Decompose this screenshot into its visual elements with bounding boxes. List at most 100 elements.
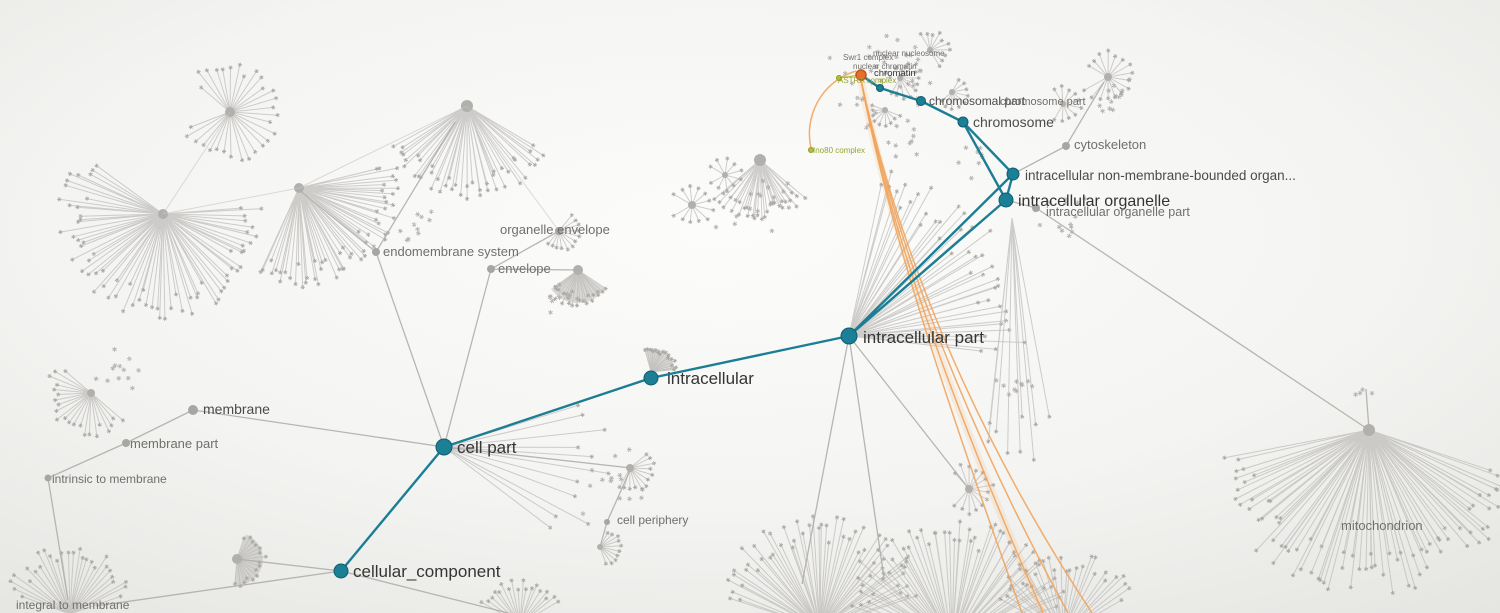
node-intracellular-part[interactable] [840,327,858,345]
fan-tip-glyphs [998,554,1132,603]
fan-tip-glyphs [617,452,657,492]
node-cell-periphery[interactable] [604,519,610,525]
orange-edges-layer [808,70,1093,613]
node-intracellular-nmb-organelle[interactable] [1006,167,1020,181]
label-astra-complex[interactable]: ASTRA complex [838,76,896,85]
cluster-center-dot [882,107,888,113]
node-organelle-envelope[interactable] [555,227,563,235]
cluster-fan [551,265,608,308]
cluster-fan [918,30,953,69]
node-intracellular-organelle[interactable] [998,192,1014,208]
cluster-fan [725,514,919,613]
label-nuclear-chromatin[interactable]: nuclear chromatin [853,62,917,71]
node-astra-complex[interactable] [836,75,842,81]
fan-tip-glyphs [603,530,624,566]
fan-lines [554,269,606,306]
label-intracellular[interactable]: intracellular [667,369,754,388]
label-nuclear-nucleosome[interactable]: nuclear nucleosome [873,49,945,58]
label-cellular-component[interactable]: cellular_component [353,562,501,581]
cluster-fan [1081,48,1135,102]
cluster-center-dot [87,389,95,397]
faint-edges [162,105,560,232]
label-intracellular-part[interactable]: intracellular part [863,328,984,347]
cluster-center-dot [949,89,955,95]
label-intrinsic-to-membrane[interactable]: intrinsic to membrane [52,472,167,486]
gray-edges-layer [47,74,1370,613]
gray-edges [47,81,1370,613]
node-ino80-complex[interactable] [808,147,814,153]
label-intracellular-non-membrane-bounded-organ[interactable]: intracellular non-membrane-bounded organ… [1025,168,1296,183]
orange-edge [860,79,1069,613]
fan-tip-glyphs [258,166,401,290]
label-cell-periphery[interactable]: cell periphery [617,513,688,527]
cluster-fan [712,154,808,222]
orange-edge [808,70,857,149]
fan-tip-glyphs [642,347,679,372]
node-path-junction[interactable] [876,84,884,92]
node-membrane[interactable] [188,405,198,415]
fan-lines [987,217,1050,460]
nodes-layer [44,69,1070,579]
label-cell-part[interactable]: cell part [457,438,517,457]
node-cytoskeleton[interactable] [1062,142,1070,150]
fan-tip-glyphs [546,212,582,252]
cluster-fan [671,183,716,225]
highlighted-path-edges [340,74,1015,572]
highlighted-path-layer [340,74,1015,572]
fan-tip-glyphs [671,183,716,225]
fan-lines [714,159,806,220]
node-chromosomal-part[interactable] [916,96,926,106]
label-ino80-complex[interactable]: Ino80 complex [813,146,865,155]
label-chromosome-part[interactable]: chromosome part [1000,96,1086,108]
fan-lines [941,79,968,110]
fan-lines [1053,85,1082,122]
cluster-fan [47,368,126,439]
fan-wedge [551,270,605,303]
cluster-center-dot [1060,101,1066,107]
label-endomembrane-system[interactable]: endomembrane system [383,244,519,259]
fan-tip-glyphs [548,403,611,530]
fan-lines [1000,556,1130,613]
label-integral-to-membrane[interactable]: integral to membrane [16,598,130,612]
label-chromatin[interactable]: chromatin [874,68,916,79]
fan-lines [920,32,951,67]
node-intracellular-organelle-part[interactable] [1032,204,1040,212]
label-membrane-part[interactable]: membrane part [130,436,219,451]
label-intracellular-organelle[interactable]: intracellular organelle [1018,193,1170,210]
label-chromosome[interactable]: chromosome [973,114,1054,130]
fan-lines [673,185,714,223]
scatter-glyphs [864,118,920,159]
node-envelope[interactable] [487,265,495,273]
node-chromosome[interactable] [957,116,969,128]
label-membrane[interactable]: membrane [203,401,270,417]
cluster-fan [998,554,1132,613]
node-endomembrane-system[interactable] [372,248,380,256]
scatter-glyphs [993,377,1035,397]
node-cell-part[interactable] [435,438,453,456]
fan-lines [186,64,278,161]
fan-tip-glyphs [1081,48,1135,102]
label-envelope[interactable]: envelope [498,261,551,276]
fan-tip-glyphs [879,169,1027,354]
label-organelle-envelope[interactable]: organelle envelope [500,222,610,237]
label-swr1-complex[interactable]: Swr1 complex [843,53,893,62]
fan-lines [547,214,580,250]
cluster-fan [597,530,624,566]
node-intracellular[interactable] [643,370,659,386]
label-chromosomal-part[interactable]: chromosomal part [929,94,1026,108]
node-cellular-component[interactable] [333,563,349,579]
node-chromatin-node[interactable] [855,69,867,81]
node-membrane-part[interactable] [122,439,130,447]
label-cytoskeleton[interactable]: cytoskeleton [1074,137,1146,152]
node-intrinsic-to-membrane[interactable] [44,474,52,482]
fan-tip-glyphs [712,190,808,222]
fan-tip-glyphs [391,143,546,202]
fan-lines [852,521,1064,613]
fan-tip-glyphs [479,578,561,605]
fan-lines [59,165,262,319]
label-mitochondrion[interactable]: mitochondrion [1341,518,1423,533]
label-intracellular-organelle-part[interactable]: intracellular organelle part [1046,205,1190,219]
